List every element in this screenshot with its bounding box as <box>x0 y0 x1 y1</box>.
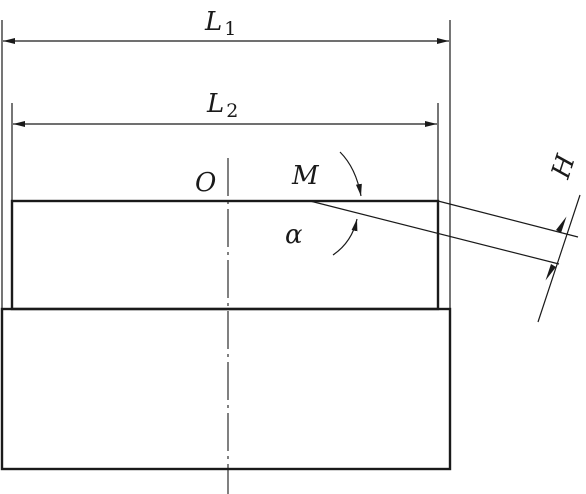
h-arrow-top <box>556 216 567 233</box>
alpha-arc-upper <box>339 151 362 197</box>
label-o: O <box>195 168 216 198</box>
top-block <box>10 199 440 311</box>
label-m: M <box>291 161 320 191</box>
label-h: H <box>546 150 582 183</box>
incline-extension-line <box>437 200 579 238</box>
h-dimension-line <box>537 194 581 323</box>
base-block <box>0 307 452 471</box>
incline-upper-line <box>309 200 560 265</box>
alpha-arc-lower <box>332 218 358 256</box>
label-alpha: α <box>285 220 303 250</box>
h-arrow-bottom <box>545 264 556 281</box>
